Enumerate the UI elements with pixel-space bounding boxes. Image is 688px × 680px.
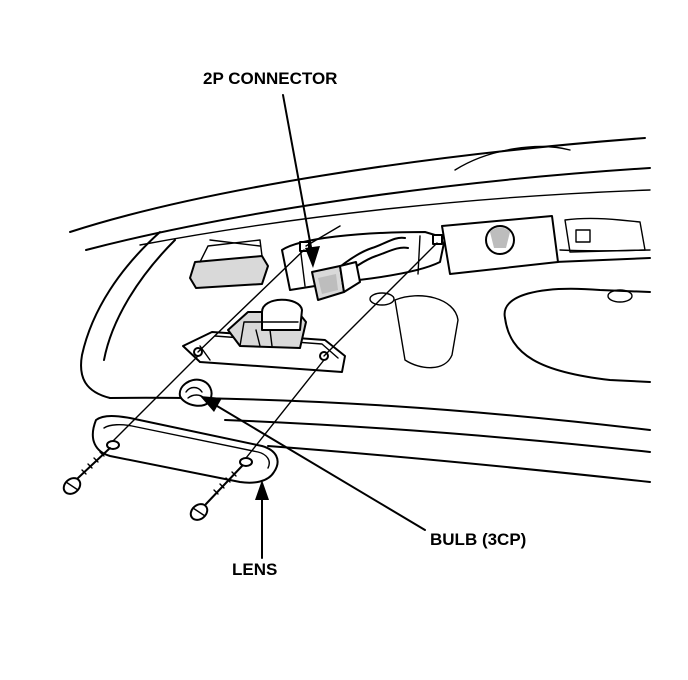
lens-label: LENS [232, 560, 277, 579]
connector-label: 2P CONNECTOR [203, 69, 337, 88]
bulb-label: BULB (3CP) [430, 530, 526, 549]
screw-left [62, 447, 111, 495]
alignment-lines [112, 225, 438, 459]
screw-right [189, 465, 243, 521]
light-bracket [182, 298, 346, 373]
connector-assembly [311, 236, 409, 301]
bulb-leader [200, 396, 426, 531]
lid-hardware [441, 215, 646, 275]
connector-leader [282, 94, 320, 268]
lens-leader [255, 480, 269, 559]
